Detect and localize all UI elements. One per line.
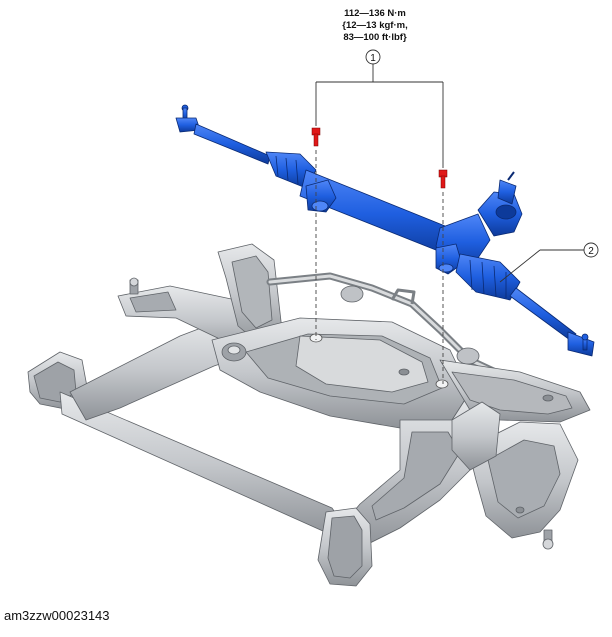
- callout-2-leader: [499, 249, 584, 283]
- torque-spec-line-3: 83—100 ft·lbf}: [343, 32, 407, 43]
- steering-gear-and-linkage: [175, 104, 595, 357]
- bolt-axis-lines: [315, 150, 444, 384]
- callout-2-marker: 2: [583, 242, 599, 258]
- steering-gear-mounting-bolt-left: [311, 127, 321, 147]
- front-subframe: [27, 243, 591, 587]
- figure-code: am3zzw00023143: [4, 608, 110, 623]
- steering-gear-mounting-bolt-right: [438, 169, 448, 189]
- callout-2-number: 2: [588, 246, 594, 257]
- torque-spec-line-2: {12—13 kgf·m,: [342, 20, 408, 31]
- torque-spec-line-1: 112—136 N·m: [344, 8, 406, 19]
- callout-1-marker: 1: [365, 49, 381, 65]
- torque-specification: 112—136 N·m {12—13 kgf·m, 83—100 ft·lbf}: [290, 8, 460, 44]
- callout-1-number: 1: [370, 53, 376, 64]
- callout-1-leader: [315, 64, 444, 168]
